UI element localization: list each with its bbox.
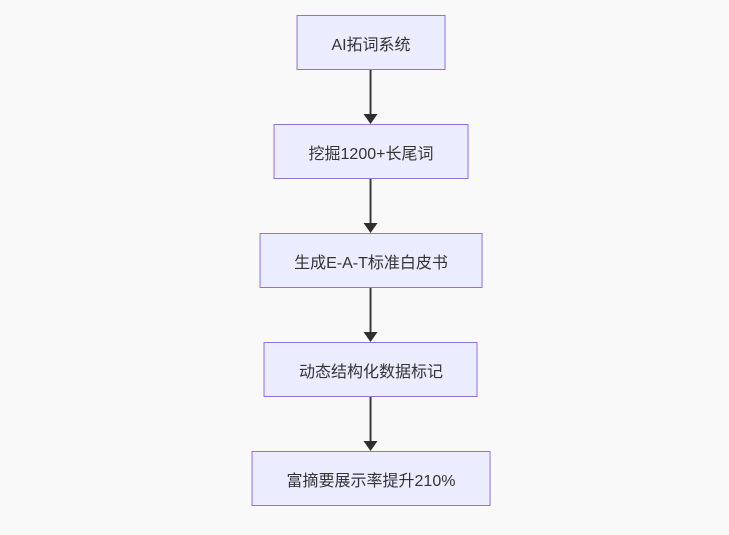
flow-node-structured-data: 动态结构化数据标记 bbox=[263, 342, 478, 397]
arrow-shaft bbox=[370, 288, 372, 332]
flow-node-label: 挖掘1200+长尾词 bbox=[308, 145, 434, 163]
arrow-down-icon bbox=[364, 397, 378, 451]
arrow-shaft bbox=[370, 70, 372, 114]
flow-node-label: 生成E-A-T标准白皮书 bbox=[294, 254, 448, 272]
arrow-shaft bbox=[370, 179, 372, 223]
arrow-shaft bbox=[370, 397, 372, 441]
flow-node-label: 富摘要展示率提升210% bbox=[286, 472, 456, 490]
arrowhead-icon bbox=[364, 114, 378, 124]
arrow-down-icon bbox=[364, 179, 378, 233]
arrow-down-icon bbox=[364, 288, 378, 342]
arrowhead-icon bbox=[364, 223, 378, 233]
arrow-down-icon bbox=[364, 70, 378, 124]
flow-node-longtail-mining: 挖掘1200+长尾词 bbox=[273, 124, 469, 179]
flow-node-rich-snippet-result: 富摘要展示率提升210% bbox=[251, 451, 491, 506]
flow-node-eat-whitepaper: 生成E-A-T标准白皮书 bbox=[259, 233, 483, 288]
flowchart: AI拓词系统 挖掘1200+长尾词 生成E-A-T标准白皮书 动态结构化数据标记… bbox=[251, 15, 491, 506]
arrowhead-icon bbox=[364, 332, 378, 342]
flow-node-label: AI拓词系统 bbox=[331, 36, 411, 54]
arrowhead-icon bbox=[364, 441, 378, 451]
flow-node-ai-keyword-system: AI拓词系统 bbox=[296, 15, 446, 70]
flow-node-label: 动态结构化数据标记 bbox=[298, 363, 443, 381]
